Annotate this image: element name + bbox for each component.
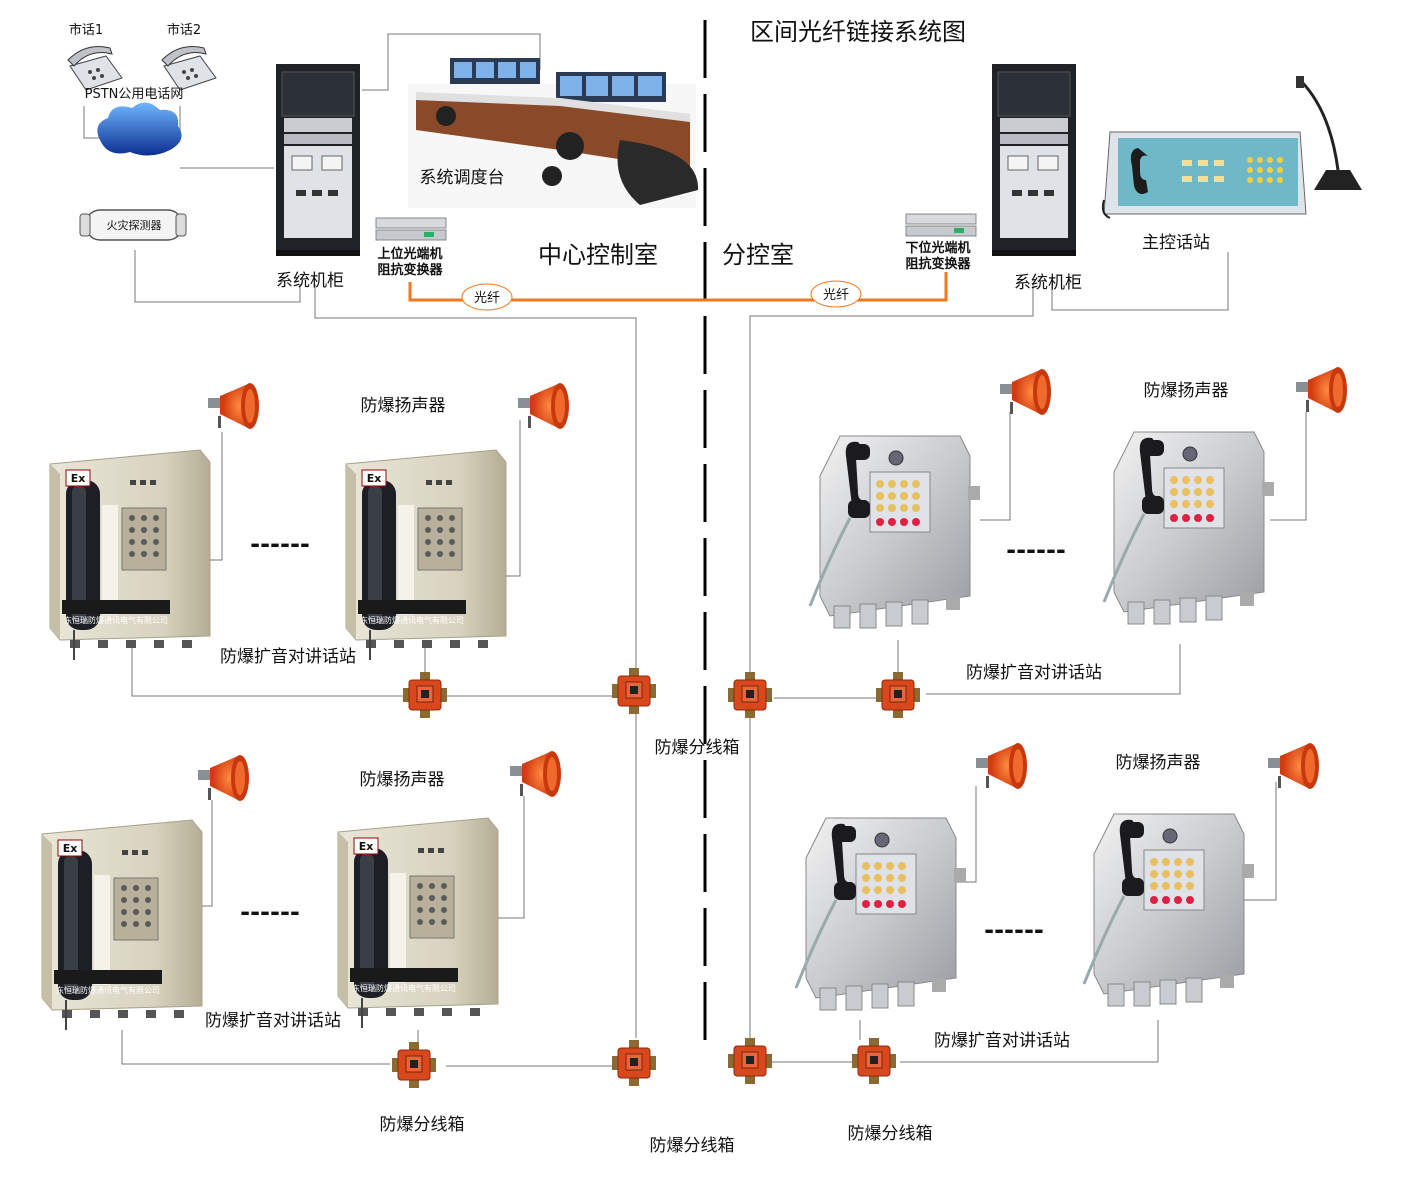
svg-text:光纤: 光纤 bbox=[823, 288, 849, 303]
company-plate-ll-2: 东恒瑞防爆通讯电气有限公司 bbox=[352, 983, 456, 993]
dispatch-console bbox=[408, 58, 699, 208]
intercom-label-lr: 防爆扩音对讲话站 bbox=[934, 1031, 1070, 1051]
phone-label-2: 市话2 bbox=[167, 22, 201, 38]
lower-converter-line1: 下位光端机 bbox=[905, 240, 970, 256]
junction-box-ll bbox=[391, 1041, 437, 1089]
upper-converter-line2: 阻抗变换器 bbox=[377, 262, 443, 278]
zone-label-branch: 分控室 bbox=[722, 241, 794, 269]
junction-box-lr bbox=[851, 1037, 897, 1085]
telephone-icon-2 bbox=[161, 46, 217, 91]
ellipsis-ul: ------ bbox=[250, 530, 310, 558]
upper-converter-line1: 上位光端机 bbox=[377, 246, 442, 262]
speaker-horn-icon-lr-1 bbox=[976, 743, 1027, 789]
speaker-label-ur: 防爆扬声器 bbox=[1144, 381, 1229, 401]
svg-text:Ex: Ex bbox=[367, 472, 382, 485]
company-plate-ul-2: 东恒瑞防爆通讯电气有限公司 bbox=[360, 615, 464, 625]
fire-detector-device: 火灾探测器 bbox=[79, 209, 187, 241]
master-control-station bbox=[1101, 131, 1307, 219]
intercom-station-lr-2 bbox=[1082, 812, 1256, 1008]
speaker-label-lr: 防爆扬声器 bbox=[1116, 753, 1201, 773]
junction-box-branch-upper bbox=[727, 671, 773, 719]
intercom-label-ul: 防爆扩音对讲话站 bbox=[220, 647, 356, 667]
speaker-horn-icon-ur-1 bbox=[1000, 369, 1051, 415]
ellipsis-lr: ------ bbox=[984, 916, 1044, 944]
junction-label-lr: 防爆分线箱 bbox=[848, 1124, 933, 1144]
cabinet-label-branch: 系统机柜 bbox=[1014, 273, 1082, 293]
junction-box-center-upper bbox=[611, 667, 657, 715]
system-cabinet-center bbox=[275, 63, 361, 257]
ex-mark-ll-2: Ex bbox=[353, 837, 379, 855]
ex-mark-ul-2: Ex bbox=[361, 469, 387, 487]
lower-converter-line2: 阻抗变换器 bbox=[905, 256, 971, 272]
speaker-horn-icon-ul-2 bbox=[518, 383, 569, 429]
phone-label-1: 市话1 bbox=[69, 22, 103, 38]
junction-box-ur bbox=[875, 671, 921, 719]
svg-text:Ex: Ex bbox=[71, 472, 86, 485]
console-label: 系统调度台 bbox=[420, 168, 505, 188]
svg-text:Ex: Ex bbox=[63, 842, 78, 855]
speaker-horn-icon-ll-2 bbox=[510, 751, 561, 797]
speaker-label-ul: 防爆扬声器 bbox=[361, 396, 446, 416]
junction-label-ll: 防爆分线箱 bbox=[380, 1115, 465, 1135]
diagram-title: 区间光纤链接系统图 bbox=[750, 18, 966, 46]
cabinet-label-center: 系统机柜 bbox=[276, 271, 344, 291]
pstn-cloud-icon bbox=[97, 102, 182, 156]
junction-box-ul bbox=[402, 671, 448, 719]
pstn-label: PSTN公用电话网 bbox=[85, 87, 184, 102]
speaker-horn-icon-ur-2 bbox=[1296, 367, 1347, 413]
microphone-icon bbox=[1296, 76, 1362, 190]
junction-label-center-upper: 防爆分线箱 bbox=[655, 738, 740, 758]
fiber-link-line bbox=[408, 272, 948, 302]
junction-box-center-lower bbox=[611, 1039, 657, 1087]
intercom-station-ur-1 bbox=[808, 434, 982, 630]
speaker-label-ll: 防爆扬声器 bbox=[360, 770, 445, 790]
fiber-label-left: 光纤 bbox=[461, 283, 513, 311]
fire-detector-label: 火灾探测器 bbox=[107, 218, 162, 232]
intercom-label-ll: 防爆扩音对讲话站 bbox=[205, 1011, 341, 1031]
system-cabinet-branch bbox=[991, 63, 1077, 257]
intercom-station-lr-1 bbox=[794, 816, 968, 1012]
junction-label-center-lower: 防爆分线箱 bbox=[650, 1136, 735, 1156]
svg-text:光纤: 光纤 bbox=[474, 291, 500, 306]
speaker-horn-icon-ul-1 bbox=[208, 383, 259, 429]
junction-box-branch-lower bbox=[727, 1037, 773, 1085]
speaker-horn-icon-ll-1 bbox=[198, 755, 249, 801]
intercom-station-ur-2 bbox=[1102, 430, 1276, 626]
ex-mark-ll-1: Ex bbox=[57, 839, 83, 857]
ellipsis-ur: ------ bbox=[1006, 536, 1066, 564]
ex-mark-ul-1: Ex bbox=[65, 469, 91, 487]
lower-optical-converter bbox=[905, 213, 977, 237]
master-station-label: 主控话站 bbox=[1142, 233, 1210, 253]
svg-text:Ex: Ex bbox=[359, 840, 374, 853]
telephone-icon-1 bbox=[67, 46, 123, 91]
upper-optical-converter bbox=[375, 217, 447, 241]
fiber-label-right: 光纤 bbox=[810, 280, 862, 308]
ellipsis-ll: ------ bbox=[240, 898, 300, 926]
company-plate-ul-1: 东恒瑞防爆通讯电气有限公司 bbox=[64, 615, 168, 625]
company-plate-ll-1: 东恒瑞防爆通讯电气有限公司 bbox=[56, 985, 160, 995]
zone-label-center: 中心控制室 bbox=[538, 241, 658, 269]
intercom-label-ur: 防爆扩音对讲话站 bbox=[966, 663, 1102, 683]
